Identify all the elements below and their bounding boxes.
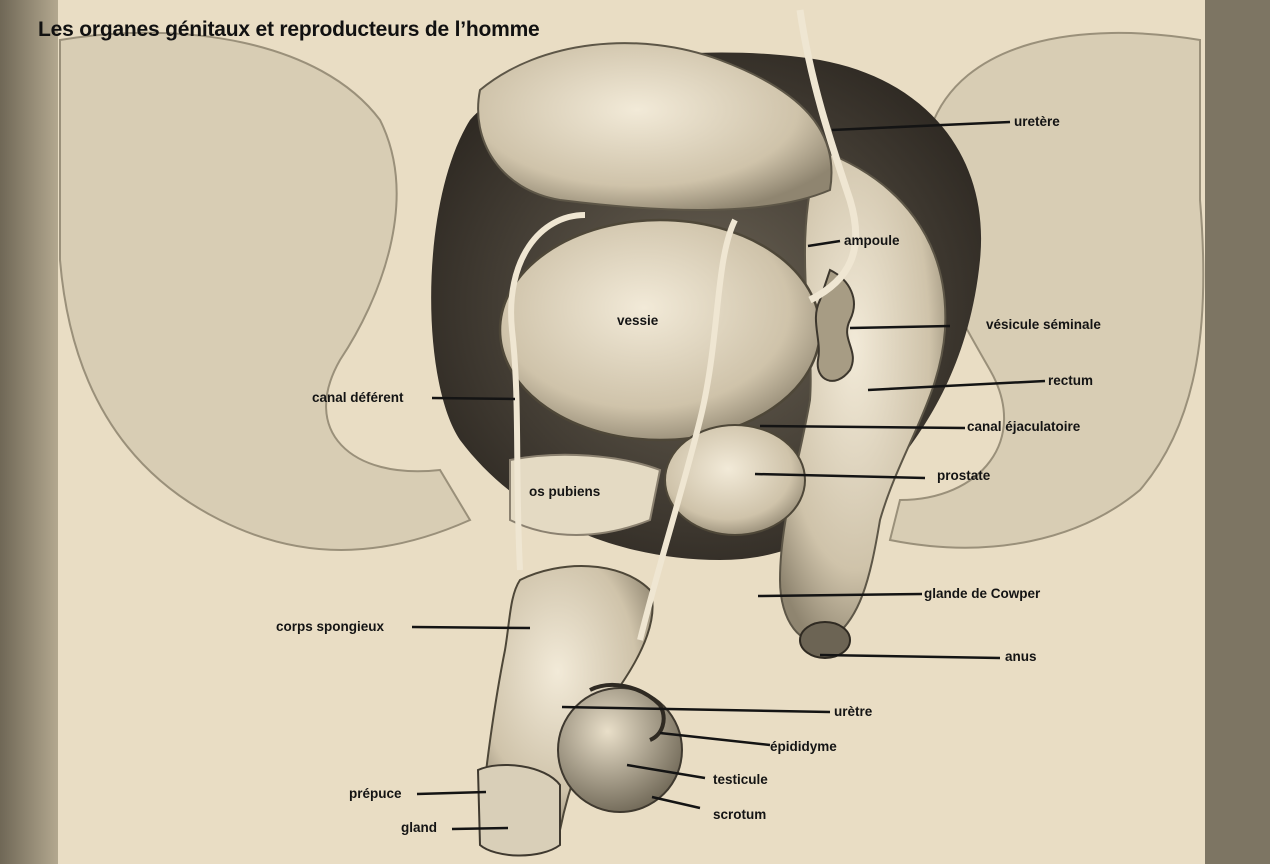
label-corps-spongieux: corps spongieux bbox=[276, 619, 384, 635]
label-vessie: vessie bbox=[617, 313, 658, 329]
label-rectum: rectum bbox=[1048, 373, 1093, 389]
label-prepuce: prépuce bbox=[349, 786, 402, 802]
leader-corps-spongieux bbox=[412, 627, 530, 628]
label-testicule: testicule bbox=[713, 772, 768, 788]
leader-canal-deferent bbox=[432, 398, 515, 399]
leader-anus bbox=[820, 655, 1000, 658]
label-prostate: prostate bbox=[937, 468, 990, 484]
diagram-title: Les organes génitaux et reproducteurs de… bbox=[38, 18, 540, 42]
bladder-drawing bbox=[500, 220, 820, 440]
label-uretre: urètre bbox=[834, 704, 872, 720]
label-uretere: uretère bbox=[1014, 114, 1060, 130]
anus-drawing bbox=[800, 622, 850, 658]
label-anus: anus bbox=[1005, 649, 1037, 665]
label-vesicule-seminale: vésicule séminale bbox=[986, 317, 1101, 333]
glans-drawing bbox=[478, 765, 560, 856]
label-scrotum: scrotum bbox=[713, 807, 766, 823]
label-epididyme: épididyme bbox=[770, 739, 837, 755]
leader-scrotum bbox=[652, 797, 700, 808]
label-canal-deferent: canal déférent bbox=[312, 390, 404, 406]
label-canal-ejaculatoire: canal éjaculatoire bbox=[967, 419, 1080, 435]
leader-gland bbox=[452, 828, 508, 829]
left-pelvis bbox=[60, 33, 470, 550]
label-glande-de-cowper: glande de Cowper bbox=[924, 586, 1040, 602]
label-gland: gland bbox=[401, 820, 437, 836]
right-border-shadow bbox=[1205, 0, 1270, 864]
leader-prepuce bbox=[417, 792, 486, 794]
label-os-pubiens: os pubiens bbox=[529, 484, 600, 500]
label-ampoule: ampoule bbox=[844, 233, 900, 249]
left-border-shadow bbox=[0, 0, 58, 864]
